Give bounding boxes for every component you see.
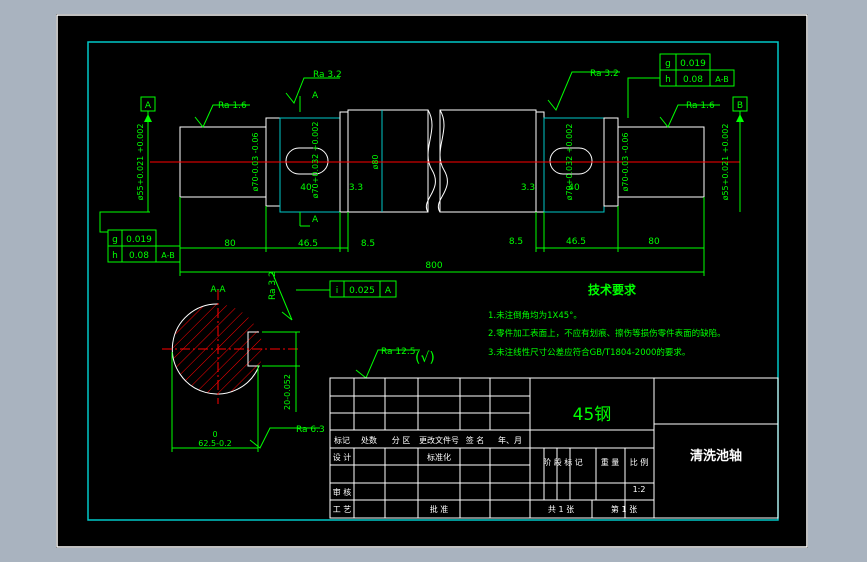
drawing-sheet: [56, 14, 808, 548]
diam-left-mid: ø70-0.03 -0.06: [251, 132, 260, 191]
section-marker-bottom: A: [312, 215, 319, 225]
tol-section-val: 0.025: [349, 286, 375, 296]
section-arrows: [299, 96, 310, 227]
tol-right-sym-1: g: [665, 59, 671, 69]
note-1: 1.未注倒角均为1X45°。: [488, 310, 582, 321]
ra-right: Ra 1.6: [686, 101, 715, 111]
ra-general: Ra 12.5: [381, 347, 415, 357]
tol-right-val-1: 0.019: [680, 59, 706, 69]
keyway-right: [549, 147, 593, 175]
dim-section-width: 62.5-0.2: [198, 439, 231, 448]
tb-zone: 分 区: [392, 436, 411, 445]
tb-design: 设 计: [333, 452, 352, 462]
diam-right-end: ø55+0.021 +0.002: [721, 124, 730, 201]
inner-frame: [87, 41, 779, 521]
dim-section-zero: 0: [212, 430, 217, 439]
tol-right-datum-2: A-B: [715, 75, 728, 84]
notes-title: 技术要求: [588, 282, 637, 297]
part-name: 清洗池轴: [690, 448, 742, 464]
ra-section: Ra 3.2: [268, 271, 278, 300]
keyway-left: [285, 147, 329, 175]
section-view: [162, 290, 300, 404]
dim-key-width: 20-0.052: [283, 374, 292, 410]
dim-80-left: 80: [224, 239, 236, 249]
roughness-symbols: [194, 71, 720, 449]
dim-46-left: 46.5: [298, 239, 318, 249]
title-block: [329, 377, 779, 519]
tb-process: 工 艺: [333, 505, 352, 514]
diam-right-key: ø70+0.032 +0.002: [565, 124, 574, 201]
key-len-left: 40: [300, 183, 312, 193]
datum-a: [140, 96, 156, 212]
ra-left: Ra 1.6: [218, 101, 247, 111]
dim-46-right: 46.5: [566, 237, 586, 247]
roughness-general-symbol: (√): [415, 350, 435, 366]
tb-scale: 比 例: [630, 457, 649, 467]
section-dims: [171, 289, 330, 452]
diam-right-mid: ø70-0.03 -0.06: [621, 132, 630, 191]
tb-scale-val: 1:2: [633, 485, 646, 494]
section-marker-top: A: [312, 91, 319, 101]
break-line-right: [437, 109, 448, 213]
tb-review: 审 核: [333, 487, 352, 497]
tb-sheet-no: 第 1 张: [611, 504, 637, 514]
tb-sheets-total: 共 1 张: [548, 505, 574, 514]
tb-mark: 标记: [334, 435, 350, 445]
tb-weight: 重 量: [601, 457, 620, 467]
tol-left-val-2: 0.08: [129, 251, 149, 261]
ra-top-right: Ra 3.2: [590, 69, 619, 79]
diam-left-end: ø55+0.021 +0.002: [136, 124, 145, 201]
outer-border: [56, 14, 808, 548]
note-2: 2.零件加工表面上，不应有划痕、擦伤等损伤零件表面的缺陷。: [488, 328, 726, 339]
tol-left-datum-2: A-B: [161, 251, 174, 260]
tb-standard: 标准化: [427, 452, 451, 462]
ra-top-left: Ra 3.2: [313, 70, 342, 80]
ra-bottom: Ra 6.3: [296, 425, 325, 435]
key-len-right: 40: [568, 183, 580, 193]
tolerance-frame-right: [627, 53, 735, 118]
dimension-lines: [179, 197, 705, 276]
tb-date: 年、月: [498, 435, 522, 445]
tol-section-datum: A: [385, 286, 392, 296]
datum-a-label: A: [145, 101, 152, 111]
tolerance-frame-left: [99, 211, 181, 263]
dim-8-left: 8.5: [361, 239, 375, 249]
tb-doc: 更改文件号: [419, 435, 459, 445]
tol-left-sym-2: h: [112, 251, 118, 261]
diam-center: ø80: [371, 154, 380, 169]
tolerance-frame-section: [329, 280, 397, 298]
tb-approve: 批 准: [430, 504, 449, 514]
datum-b-label: B: [737, 101, 743, 111]
tol-section-sym: i: [336, 286, 339, 296]
dim-total: 800: [425, 261, 442, 271]
chamfer-right: 3.3: [521, 183, 535, 193]
break-line-left: [425, 109, 436, 213]
dim-8-right: 8.5: [509, 237, 523, 247]
tb-sign: 签 名: [466, 435, 485, 445]
note-3: 3.未注线性尺寸公差应符合GB/T1804-2000的要求。: [488, 347, 690, 358]
tb-stage: 阶 段 标 记: [543, 457, 583, 467]
tb-count: 处数: [361, 435, 377, 445]
tol-right-sym-2: h: [665, 75, 671, 85]
tol-left-sym-1: g: [112, 235, 118, 245]
center-body-left: [347, 109, 429, 213]
tol-right-val-2: 0.08: [683, 75, 703, 85]
datum-b: [732, 96, 748, 212]
chamfer-left: 3.3: [349, 183, 363, 193]
dim-80-right: 80: [648, 237, 660, 247]
material: 45钢: [573, 405, 612, 425]
diam-left-key: ø70+0.032 +0.002: [311, 122, 320, 199]
tol-left-val-1: 0.019: [126, 235, 152, 245]
